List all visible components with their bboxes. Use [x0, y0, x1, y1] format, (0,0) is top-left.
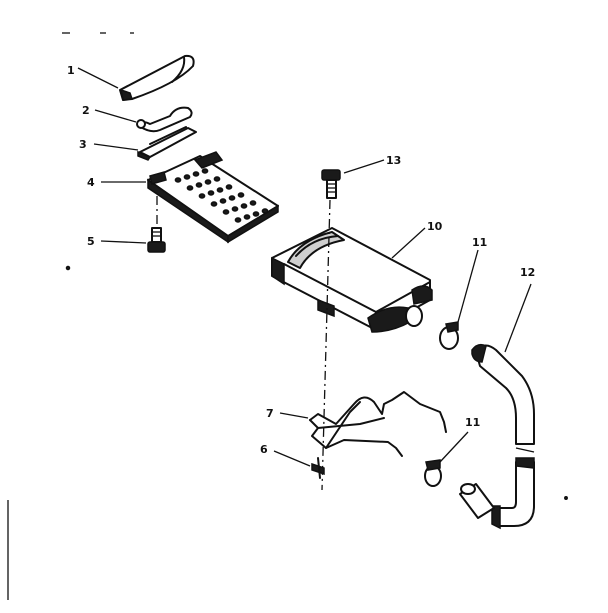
- connector-tube: [459, 483, 495, 519]
- tray-hole: [222, 209, 230, 215]
- tray-hole: [228, 195, 236, 201]
- part-1-cover: [119, 54, 195, 101]
- part-12-hose: [471, 343, 535, 530]
- tray-hole: [204, 179, 212, 185]
- callout-10: 10: [427, 220, 443, 233]
- part-6-clip: [311, 457, 325, 479]
- tray-hole: [249, 200, 257, 206]
- tray-hole: [207, 190, 215, 196]
- part-5-screw: [147, 227, 166, 253]
- leader-2: [94, 109, 137, 123]
- callout-2: 2: [82, 104, 90, 117]
- tray-hole: [243, 214, 251, 220]
- scan-dot: [564, 496, 568, 500]
- tray-hole: [216, 187, 224, 193]
- leader-6: [273, 450, 311, 467]
- callout-11-upper: 11: [472, 236, 487, 249]
- tray-hole: [261, 208, 269, 214]
- scan-marks: [7, 32, 134, 600]
- tray-hole: [183, 174, 191, 180]
- part-10-housing: [271, 227, 433, 333]
- part-13-screw: [321, 169, 341, 199]
- part-11-clamp-upper: [439, 321, 459, 350]
- callout-4: 4: [87, 176, 95, 189]
- part-7-wire-form: [309, 391, 447, 457]
- leader-11-lower: [439, 431, 469, 463]
- leader-10: [391, 227, 426, 259]
- tray-hole: [237, 192, 245, 198]
- callout-13: 13: [386, 154, 401, 167]
- tray-hole: [210, 201, 218, 207]
- callout-12: 12: [520, 266, 535, 279]
- leader-7: [279, 412, 309, 419]
- part-4-tray: [147, 151, 279, 244]
- centerline-13-6: [321, 199, 331, 491]
- leader-5: [100, 240, 147, 244]
- callout-3: 3: [79, 138, 87, 151]
- tray-hole: [192, 171, 200, 177]
- tray-hole: [198, 193, 206, 199]
- callout-7: 7: [266, 407, 274, 420]
- leader-3: [93, 143, 139, 151]
- tray-hole: [186, 185, 194, 191]
- callout-11-lower: 11: [465, 416, 480, 429]
- callout-1: 1: [67, 64, 75, 77]
- leader-1: [77, 67, 119, 89]
- tray-hole: [213, 176, 221, 182]
- tray-hole: [234, 217, 242, 223]
- leader-11-upper: [457, 249, 479, 323]
- tray-hole: [201, 168, 209, 174]
- callout-6: 6: [260, 443, 268, 456]
- part-11-clamp-lower: [424, 459, 442, 487]
- leader-12: [504, 283, 532, 353]
- leader-13: [343, 159, 385, 174]
- part-2-clip: [136, 106, 193, 133]
- tray-hole: [174, 177, 182, 183]
- tray-hole: [225, 184, 233, 190]
- callout-5: 5: [87, 235, 95, 248]
- tray-hole: [240, 203, 248, 209]
- tray-hole: [231, 206, 239, 212]
- tray-hole: [219, 198, 227, 204]
- part-3-bracket: [137, 126, 197, 161]
- tray-hole: [195, 182, 203, 188]
- scan-dot: [65, 265, 71, 271]
- tray-hole: [252, 211, 260, 217]
